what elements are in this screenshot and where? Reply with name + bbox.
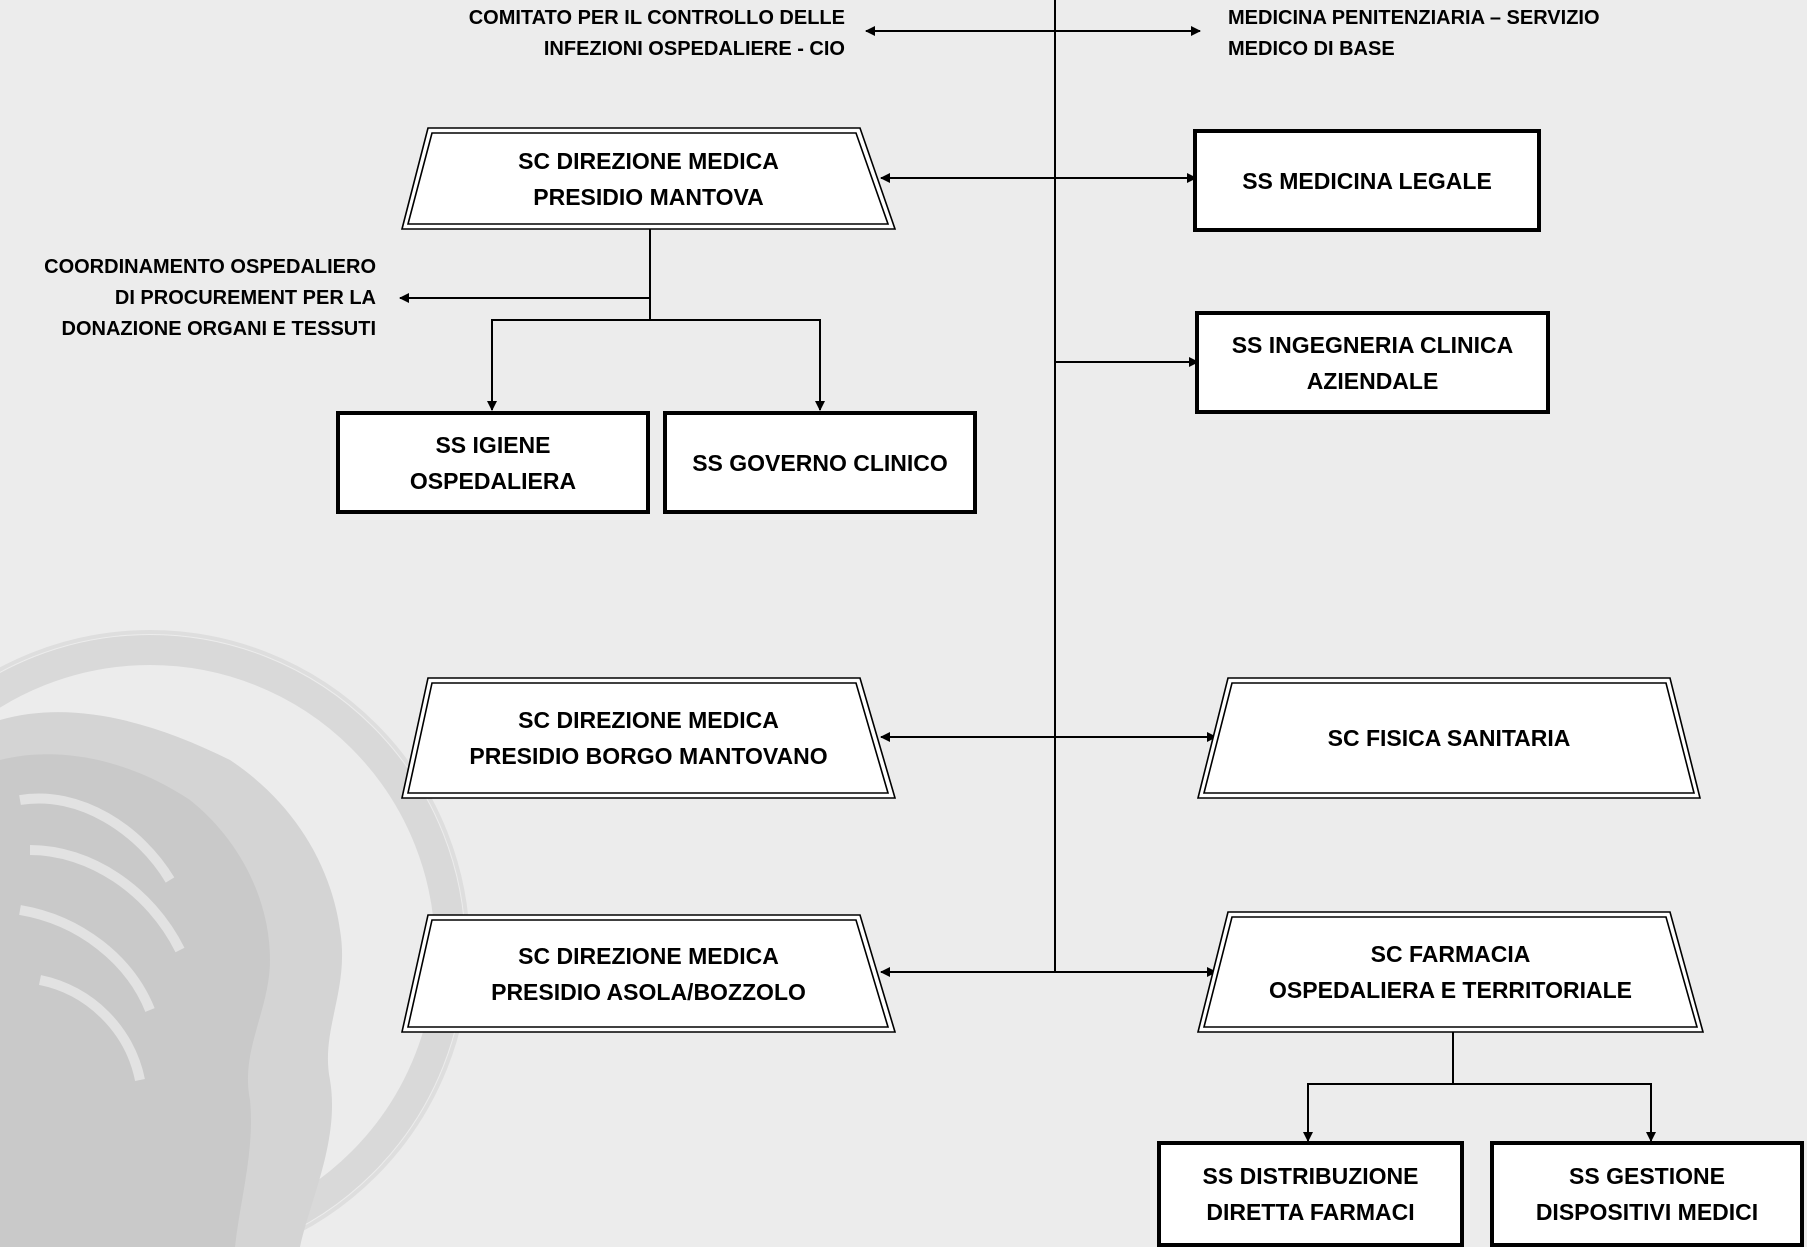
ingegneria-node: SS INGEGNERIA CLINICA AZIENDALE [1195,311,1550,414]
dispositivi-node: SS GESTIONE DISPOSITIVI MEDICI [1490,1141,1804,1247]
igiene-node: SS IGIENE OSPEDALIERA [336,411,650,514]
distribuzione-node: SS DISTRIBUZIONE DIRETTA FARMACI [1157,1141,1464,1247]
farmacia-branch [1307,1083,1652,1140]
fisica-node: SC FISICA SANITARIA [1327,725,1571,751]
medicina-legale-node: SS MEDICINA LEGALE [1193,129,1541,232]
medicina-penitenziaria-label: MEDICINA PENITENZIARIA – SERVIZIO MEDICO… [1228,7,1600,60]
coordinamento-label: COORDINAMENTO OSPEDALIERO DI PROCUREMENT… [44,256,376,340]
mantova-branch [491,319,821,410]
dir-mantova-node: SC DIREZIONE MEDICA PRESIDIO MANTOVA [518,147,779,210]
governo-node: SS GOVERNO CLINICO [663,411,977,514]
dir-borgo-node: SC DIREZIONE MEDICA PRESIDIO BORGO MANTO… [469,707,828,769]
dir-asola-node: SC DIREZIONE MEDICA PRESIDIO ASOLA/BOZZO… [491,942,806,1005]
farmacia-node: SC FARMACIA OSPEDALIERA E TERRITORIALE [1269,941,1632,1003]
cio-label: COMITATO PER IL CONTROLLO DELLE INFEZION… [468,7,845,60]
